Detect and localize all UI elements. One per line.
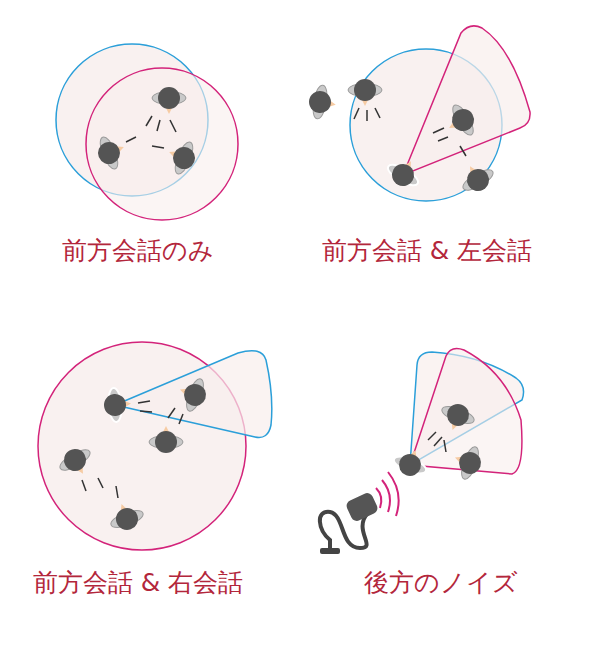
- panel-front-left: [306, 26, 530, 201]
- panel-front-right: [38, 342, 272, 550]
- caption-label: 前方会話のみ: [62, 236, 214, 266]
- panel-rear-noise: [320, 348, 524, 554]
- vacuum-cleaner: [320, 472, 399, 554]
- caption-label: 後方のノイズ: [364, 568, 518, 598]
- caption-label: 前方会話 & 右会話: [33, 568, 243, 598]
- caption-label: 前方会話 & 左会話: [322, 236, 532, 266]
- panel-front-only: [56, 44, 238, 220]
